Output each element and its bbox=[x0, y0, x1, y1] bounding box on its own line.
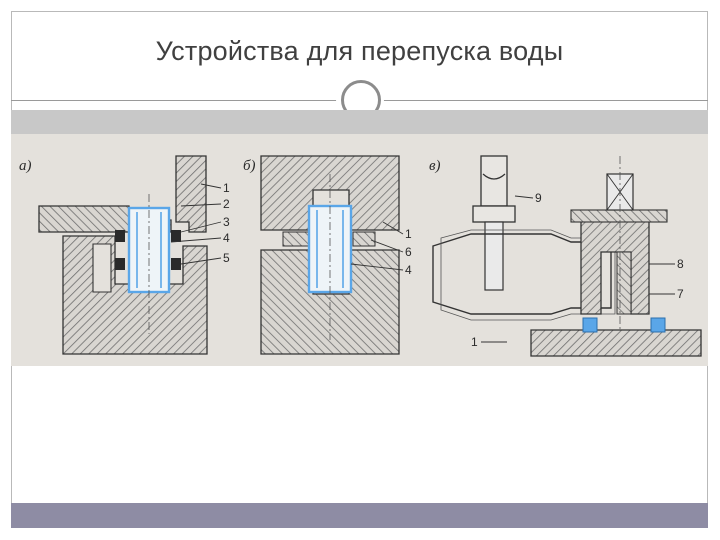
panel-c-leaders bbox=[481, 195, 675, 343]
panel-c-pipe-outer bbox=[440, 229, 616, 321]
panel-c-flange bbox=[570, 209, 668, 223]
panel-a-seal-right-bottom bbox=[171, 258, 181, 270]
panel-a-callout-3: 3 bbox=[223, 215, 230, 229]
panel-a-seal-left-bottom bbox=[115, 258, 125, 270]
panel-c-plug-shank bbox=[480, 155, 508, 207]
panel-a-leaders bbox=[170, 183, 222, 265]
panel-b-leaders bbox=[350, 221, 404, 271]
panel-b-gasket-right bbox=[352, 231, 376, 247]
panel-c-callout-9: 9 bbox=[535, 191, 542, 205]
panel-b-callout-1: 1 bbox=[405, 227, 412, 241]
slide-title: Устройства для перепуска воды bbox=[155, 36, 564, 66]
panel-b-callout-6: 6 bbox=[405, 245, 412, 259]
panel-a-callout-2: 2 bbox=[223, 197, 230, 211]
panel-a-cavity bbox=[92, 243, 112, 293]
panel-c-callout-1: 1 bbox=[471, 335, 478, 349]
panel-a-seal-left-top bbox=[115, 230, 125, 242]
panel-a-seal-right-top bbox=[171, 230, 181, 242]
top-decor-band bbox=[11, 110, 708, 134]
panel-c-plug-stem bbox=[484, 221, 504, 291]
drawing-canvas: а) 1 bbox=[19, 155, 702, 357]
panel-a-callout-4: 4 bbox=[223, 231, 230, 245]
panel-b-callout-4: 4 bbox=[405, 263, 412, 277]
panel-c-insert bbox=[616, 251, 632, 315]
panel-a-callout-5: 5 bbox=[223, 251, 230, 265]
panel-c-seal-right bbox=[650, 317, 666, 333]
panel-a: а) 1 bbox=[19, 155, 230, 355]
panel-b-letter: б) bbox=[243, 158, 256, 174]
panel-a-callout-1: 1 bbox=[223, 181, 230, 195]
panel-b-upper-body bbox=[260, 155, 400, 231]
panel-c-base-plate bbox=[530, 329, 702, 357]
panel-b-gasket-left bbox=[282, 231, 310, 247]
panel-c-callout-7: 7 bbox=[677, 287, 684, 301]
panel-c-letter: в) bbox=[429, 158, 441, 174]
technical-drawing: а) 1 bbox=[11, 134, 708, 366]
panel-a-upper-block bbox=[175, 155, 207, 233]
panel-c-seal-left bbox=[582, 317, 598, 333]
panel-c-pipe bbox=[432, 233, 612, 315]
panel-a-letter: а) bbox=[19, 158, 32, 174]
bottom-decor-band bbox=[11, 503, 708, 528]
panel-c-callout-8: 8 bbox=[677, 257, 684, 271]
panel-c-plug-nut bbox=[472, 205, 516, 223]
panel-c: в) 9 bbox=[429, 155, 702, 357]
panel-b: б) 1 6 4 bbox=[243, 155, 412, 355]
panel-c-plug-slot bbox=[482, 173, 506, 180]
